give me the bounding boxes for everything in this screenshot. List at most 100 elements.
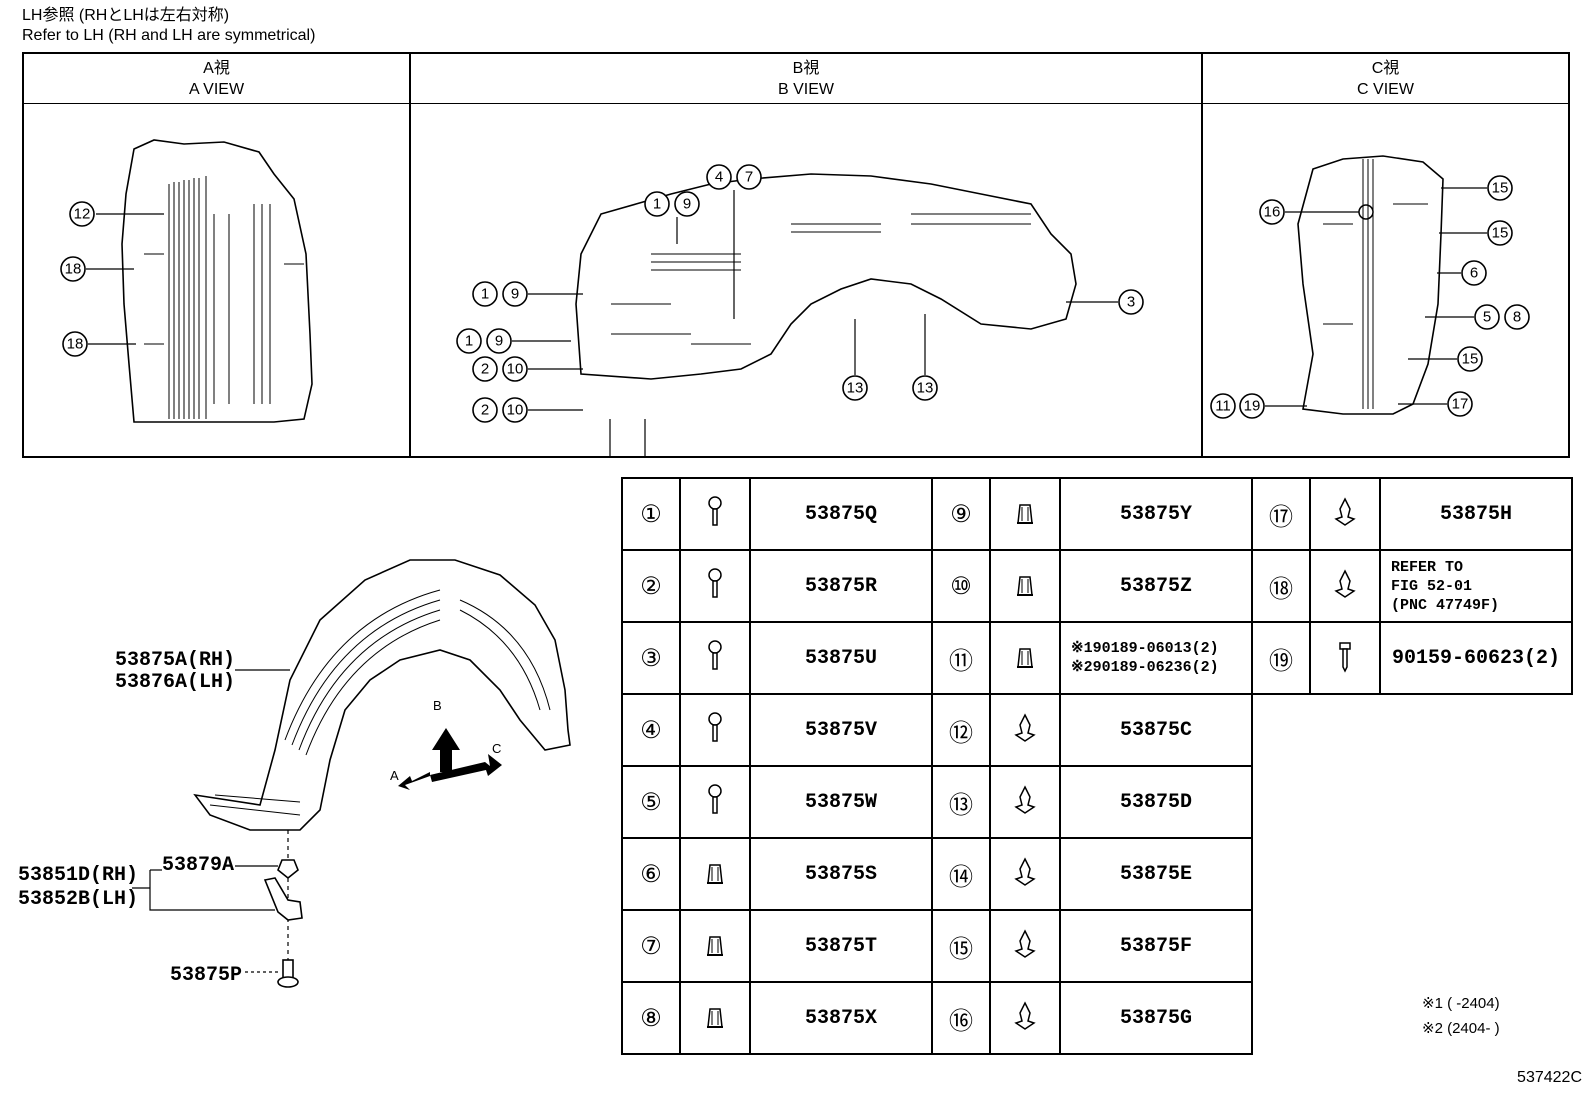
part-index: ⑬ [931, 765, 991, 839]
b-view-drawing: 1 9 4 7 1 9 1 9 2 10 2 10 3 13 [456, 164, 1144, 458]
part-number: 53875G [1059, 981, 1253, 1055]
nut-icon [989, 477, 1061, 551]
svg-text:16: 16 [1264, 204, 1281, 221]
b-view-panel: B視 B VIEW 1 9 4 7 1 9 1 [409, 52, 1203, 458]
fender-liner-part [193, 559, 571, 831]
svg-text:8: 8 [1513, 309, 1521, 326]
note-2: ※2 (2404- ) [1422, 1020, 1500, 1037]
part-number: 53875Z [1059, 549, 1253, 623]
svg-text:4: 4 [715, 169, 723, 186]
svg-text:7: 7 [745, 169, 753, 186]
svg-text:18: 18 [67, 336, 84, 353]
part-number: 53875D [1059, 765, 1253, 839]
svg-text:9: 9 [683, 196, 691, 213]
bolt-icon [679, 549, 751, 623]
a-view-drawing: 12 18 18 [60, 139, 313, 423]
c-view-title-en: C VIEW [1357, 81, 1414, 98]
part-index: ⑮ [931, 909, 991, 983]
note-1: ※1 ( -2404) [1422, 995, 1500, 1012]
part-index: ② [621, 549, 681, 623]
svg-text:2: 2 [481, 361, 489, 378]
svg-text:2: 2 [481, 402, 489, 419]
svg-text:1: 1 [465, 333, 473, 350]
c-view-title-jp: C視 [1371, 60, 1400, 77]
svg-text:18: 18 [65, 261, 82, 278]
bolt-icon [679, 621, 751, 695]
header-en: Refer to LH (RH and LH are symmetrical) [22, 27, 316, 44]
clip-icon [1309, 549, 1381, 623]
part-index: ⑱ [1251, 549, 1311, 623]
empty-cell [1252, 766, 1572, 838]
svg-text:B: B [433, 698, 442, 713]
part-index: ④ [621, 693, 681, 767]
diagram-code: 537422C [1517, 1069, 1582, 1086]
part-index: ⑲ [1251, 621, 1311, 695]
a-view-title-jp: A視 [203, 60, 230, 77]
part-number: 53875T [749, 909, 933, 983]
nut-icon [679, 909, 751, 983]
svg-text:1: 1 [653, 196, 661, 213]
empty-cell [1252, 982, 1572, 1054]
part-number: 53875H [1379, 477, 1573, 551]
a-view-title-en: A VIEW [188, 81, 245, 98]
part-index: ⑰ [1251, 477, 1311, 551]
b-view-title-jp: B視 [792, 60, 820, 77]
c-view-body: 15 16 15 6 5 8 15 11 19 17 [1203, 104, 1568, 456]
liner-rh-label: 53875A(RH) [115, 649, 235, 672]
part-number: REFER TO FIG 52-01 (PNC 47749F) [1379, 549, 1573, 623]
b-view-body: 1 9 4 7 1 9 1 9 2 10 2 10 3 13 [411, 104, 1201, 458]
part-number: 53875Q [749, 477, 933, 551]
screw-label: 53875P [170, 964, 242, 987]
direction-arrows: B C A [390, 698, 502, 790]
empty-cell [1252, 694, 1572, 766]
svg-text:11: 11 [1215, 398, 1231, 415]
part-index: ⑦ [621, 909, 681, 983]
part-number: 90159-60623(2) [1379, 621, 1573, 695]
clip-icon [989, 837, 1061, 911]
bolt-icon [679, 765, 751, 839]
svg-text:15: 15 [1492, 180, 1509, 197]
svg-text:15: 15 [1462, 351, 1479, 368]
svg-text:10: 10 [507, 361, 524, 378]
part-number: 53875C [1059, 693, 1253, 767]
b-view-title: B視 B VIEW [411, 54, 1201, 104]
svg-text:13: 13 [847, 380, 864, 397]
clip-icon [1309, 477, 1381, 551]
svg-text:13: 13 [917, 380, 934, 397]
bracket-rh-label: 53851D(RH) [18, 864, 138, 887]
b-view-callouts: 1 9 4 7 1 9 1 9 2 10 2 10 3 13 [456, 164, 1144, 458]
bracket-part [263, 877, 303, 921]
svg-text:19: 19 [1244, 398, 1261, 415]
part-number: 53875S [749, 837, 933, 911]
part-number: 53875F [1059, 909, 1253, 983]
part-index: ⑧ [621, 981, 681, 1055]
a-view-callouts: 12 18 18 [60, 201, 164, 357]
nut-label: 53879A [162, 854, 234, 877]
part-index: ⑥ [621, 837, 681, 911]
part-index: ⑯ [931, 981, 991, 1055]
nut-icon [989, 549, 1061, 623]
svg-text:10: 10 [507, 402, 524, 419]
empty-cell [1252, 838, 1572, 910]
part-index: ⑭ [931, 837, 991, 911]
svg-text:15: 15 [1492, 225, 1509, 242]
header-jp: LH参照 (RHとLHは左右対称) [22, 7, 230, 24]
clip-icon [989, 909, 1061, 983]
c-view-title: C視 C VIEW [1203, 54, 1568, 104]
part-index: ⑨ [931, 477, 991, 551]
part-number: 53875V [749, 693, 933, 767]
part-index: ⑤ [621, 765, 681, 839]
clip-icon [989, 981, 1061, 1055]
nut-53879a [277, 859, 299, 880]
part-index: ⑩ [931, 549, 991, 623]
c-view-callouts: 15 16 15 6 5 8 15 11 19 17 [1210, 175, 1530, 419]
part-number: 53875Y [1059, 477, 1253, 551]
